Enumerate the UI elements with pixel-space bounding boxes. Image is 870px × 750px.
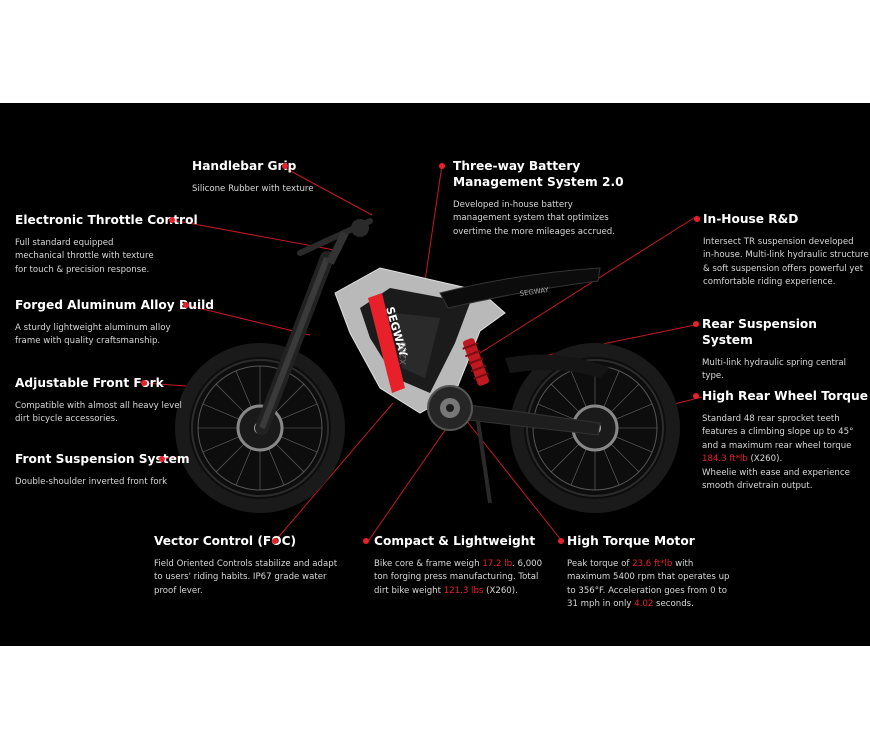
- handlebar-line: [284, 167, 373, 216]
- feature-title: Adjustable Front Fork: [15, 376, 164, 390]
- feature-desc: Bike core & frame weigh 17.2 lb. 6,000 t…: [374, 559, 543, 596]
- feature-desc: Developed in-house battery management sy…: [453, 200, 615, 237]
- rnd-line: [479, 215, 698, 354]
- model-text: X260: [399, 341, 409, 365]
- marker-dot: [169, 217, 175, 223]
- rear-fender: [505, 354, 610, 378]
- feature-high-torque-motor: High Torque Motor Peak torque of 23.6 ft…: [558, 533, 729, 612]
- feature-title: Three-way Battery Management System 2.0: [453, 159, 624, 189]
- frame-line: [185, 304, 311, 336]
- handlebar: [297, 218, 373, 265]
- marker-dot: [282, 163, 288, 169]
- feature-title: Forged Aluminum Alloy Build: [15, 298, 215, 312]
- feature-desc: Standard 48 rear sprocket teeth features…: [702, 414, 854, 492]
- feature-title: Front Suspension System: [15, 452, 190, 466]
- feature-desc: Compatible with almost all heavy level d…: [15, 401, 182, 425]
- feature-title: In-House R&D: [703, 212, 799, 226]
- marker-dot: [693, 321, 699, 327]
- marker-dot: [363, 538, 369, 544]
- marker-dot: [439, 163, 445, 169]
- marker-dot: [183, 302, 189, 308]
- marker-dot: [272, 538, 278, 544]
- dirt-bike-illustration: SEGWAY X260 SEGWAY: [175, 218, 680, 513]
- feature-electronic-throttle: Electronic Throttle Control Full standar…: [15, 212, 198, 277]
- feature-desc: A sturdy lightweight aluminum alloy fram…: [15, 323, 171, 347]
- marker-dot: [694, 216, 700, 222]
- feature-desc: Peak torque of 23.6 ft*lb with maximum 5…: [567, 559, 730, 610]
- feature-title: Electronic Throttle Control: [15, 213, 198, 227]
- rear-shock: [462, 338, 490, 386]
- feature-rear-suspension: Rear Suspension System Multi-link hydrau…: [693, 316, 870, 384]
- feature-adjustable-front-fork: Adjustable Front Fork Compatible with al…: [15, 375, 182, 427]
- marker-dot: [693, 393, 699, 399]
- feature-vector-control: Vector Control (FOC) Field Oriented Cont…: [154, 533, 337, 598]
- motor: [427, 385, 473, 431]
- feature-front-suspension: Front Suspension System Double-shoulder …: [15, 451, 190, 489]
- marker-dot: [141, 380, 147, 386]
- marker-dot: [558, 538, 564, 544]
- seat: SEGWAY: [439, 267, 601, 309]
- feature-title: Vector Control (FOC): [154, 534, 297, 548]
- foc-line: [275, 402, 394, 541]
- compact-line: [368, 422, 451, 541]
- feature-title: Rear Suspension System: [702, 317, 817, 347]
- feature-title: Compact & Lightweight: [374, 534, 536, 548]
- front-fork: [255, 251, 334, 435]
- feature-desc: Multi-link hydraulic spring central type…: [702, 358, 847, 382]
- feature-desc: Full standard equipped mechanical thrott…: [15, 238, 154, 275]
- feature-forged-aluminum: Forged Aluminum Alloy Build A sturdy lig…: [15, 297, 214, 349]
- infographic-panel: SEGWAY X260 SEGWAY Handlebar Grip: [0, 103, 870, 646]
- feature-compact-lightweight: Compact & Lightweight Bike core & frame …: [363, 533, 543, 598]
- kickstand: [476, 420, 492, 504]
- feature-desc: Double-shoulder inverted front fork: [15, 477, 168, 487]
- feature-title: Handlebar Grip: [192, 159, 297, 173]
- feature-in-house-rnd: In-House R&D Intersect TR suspension dev…: [694, 211, 869, 290]
- feature-high-rear-wheel-torque: High Rear Wheel Torque Standard 48 rear …: [693, 388, 868, 493]
- feature-desc: Field Oriented Controls stabilize and ad…: [154, 559, 338, 596]
- feature-desc: Intersect TR suspension developed in-hou…: [703, 237, 869, 288]
- feature-desc: Silicone Rubber with texture: [192, 184, 314, 194]
- feature-title: High Rear Wheel Torque: [702, 389, 868, 403]
- feature-title: High Torque Motor: [567, 534, 695, 548]
- feature-battery-management: Three-way Battery Management System 2.0 …: [439, 158, 624, 239]
- marker-dot: [159, 456, 165, 462]
- feature-handlebar-grip: Handlebar Grip Silicone Rubber with text…: [192, 158, 314, 196]
